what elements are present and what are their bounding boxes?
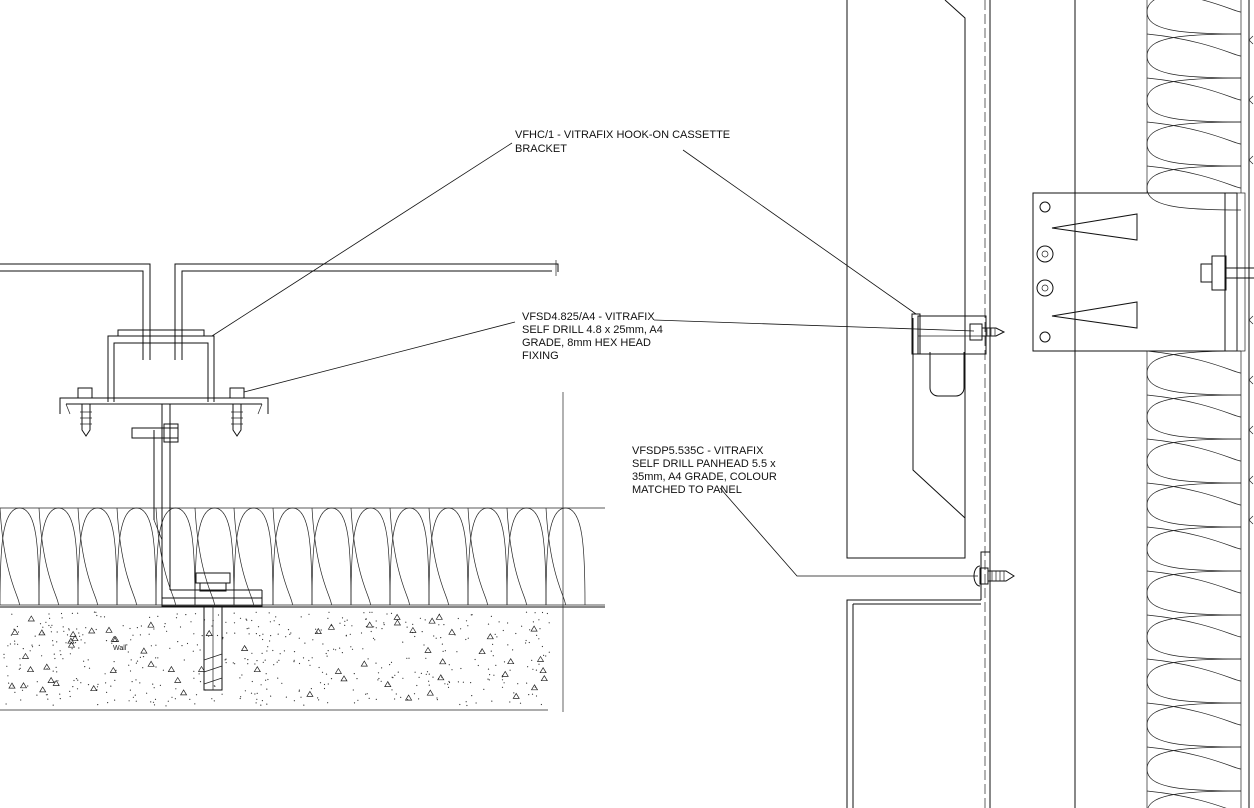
cassette-clip-bracket: [911, 313, 1006, 355]
hex-fixing-callout-line-3: GRADE, 8mm HEX HEAD: [522, 337, 651, 349]
panhead-callout-line-3: 35mm, A4 GRADE, COLOUR: [632, 471, 777, 483]
bracket-callout: VFHC/1 - VITRAFIX HOOK-ON CASSETTE BRACK…: [515, 129, 730, 155]
insulation-layer-right: [1146, 0, 1242, 808]
insulation-batt-pattern: [0, 507, 586, 606]
wall-anchor-bolt-icon: [1200, 255, 1254, 291]
panhead-callout-line-4: MATCHED TO PANEL: [632, 484, 742, 496]
insulation-batt-pattern: [1146, 0, 1242, 808]
wall-bracket-elevation: [1032, 192, 1254, 352]
bracket-callout-line-2: BRACKET: [515, 143, 567, 155]
wall-anchor-bolt-icon: [195, 572, 231, 691]
hook-on-cassette-bracket-plan: [59, 329, 269, 437]
wall-edge-right: [1248, 0, 1254, 808]
helping-hand-bracket: [131, 404, 263, 607]
hex-fixing-callout-line-4: FIXING: [522, 350, 559, 362]
panhead-callout-line-2: SELF DRILL PANHEAD 5.5 x: [632, 458, 776, 470]
self-drill-screw-icon: [969, 323, 1006, 341]
self-drill-screw-icon: [231, 404, 243, 437]
panhead-callout: VFSDP5.535C - VITRAFIX SELF DRILL PANHEA…: [632, 445, 777, 496]
concrete-wall-section: Wall: [0, 606, 605, 711]
wall-label: Wall: [113, 645, 127, 652]
vertical-rail-profile: [980, 0, 1076, 808]
hex-fixing-callout-line-2: SELF DRILL 4.8 x 25mm, A4: [522, 324, 663, 336]
cassette-panels-elevation: [846, 0, 981, 808]
annotation-leaders: [211, 142, 978, 577]
self-drill-screw-icon: [973, 565, 1015, 587]
hex-fixing-callout: VFSD4.825/A4 - VITRAFIX SELF DRILL 4.8 x…: [522, 311, 663, 362]
bracket-callout-line-1: VFHC/1 - VITRAFIX HOOK-ON CASSETTE: [515, 129, 730, 141]
hex-fixing-callout-line-1: VFSD4.825/A4 - VITRAFIX: [522, 311, 655, 323]
panhead-callout-line-1: VFSDP5.535C - VITRAFIX: [632, 445, 764, 457]
self-drill-screw-icon: [80, 404, 92, 437]
cassette-panels-plan: [0, 260, 559, 360]
insulation-layer-left: [0, 507, 605, 606]
concrete-hatch: [3, 611, 550, 707]
